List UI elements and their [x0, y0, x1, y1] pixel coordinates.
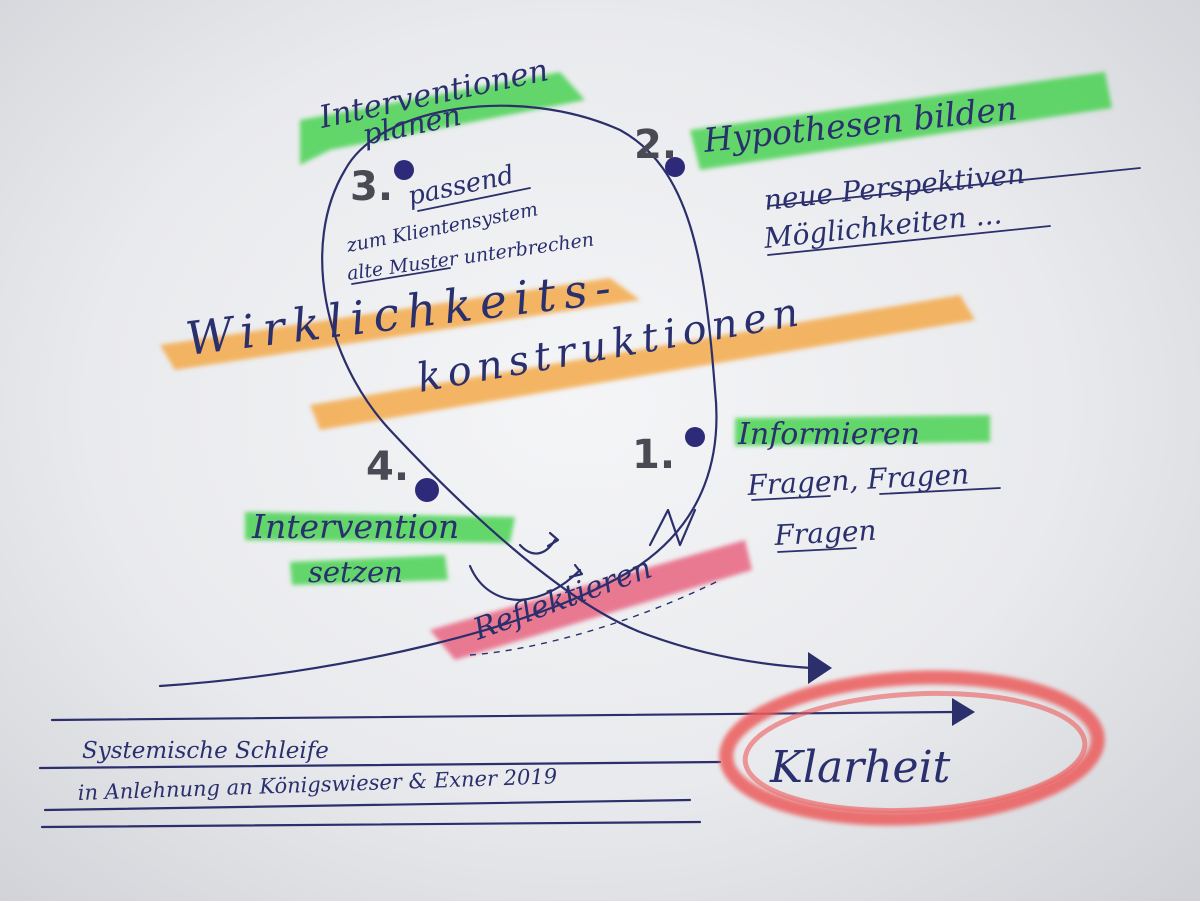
pink-highlight-reflektieren — [430, 540, 752, 660]
step-4-number: 4. — [366, 444, 409, 490]
underline-perspektiven — [767, 167, 1141, 207]
green-highlight-hypothesen — [690, 72, 1112, 170]
footer-lines — [38, 698, 975, 829]
green-highlight-intervention — [245, 512, 515, 543]
step-1-note-fragen: Fragen, Fragen — [746, 457, 970, 502]
step-2-dot — [665, 157, 685, 177]
orange-highlight-konstruktionen — [310, 295, 975, 430]
underline-alte — [351, 267, 451, 285]
green-highlight-informieren — [735, 415, 990, 446]
step-4-title-line1: Intervention — [251, 507, 459, 546]
reflection-dashed-arc — [469, 579, 721, 656]
step-1-number: 1. — [632, 432, 675, 478]
loop-curve — [158, 104, 814, 688]
step-1-dot — [685, 427, 705, 447]
step-2-number: 2. — [634, 122, 677, 168]
marker-highlights — [160, 72, 1112, 660]
reflection-arrows — [468, 508, 697, 602]
goal-circle-inner — [742, 690, 1088, 814]
step-1-title: Informieren — [737, 417, 920, 452]
goal-circle — [719, 670, 1105, 826]
goal-arrowhead — [808, 652, 832, 684]
underline-passend — [417, 187, 531, 212]
underline-moeglichkeiten — [767, 225, 1051, 256]
goal-label: Klarheit — [769, 742, 951, 793]
green-highlight-setzen — [290, 555, 448, 585]
goal-line-arrowhead — [952, 698, 975, 726]
step-3-dot — [394, 160, 414, 180]
underline-fragen — [751, 487, 1001, 553]
orange-highlight-wirklichkeits — [160, 278, 640, 370]
footer-line2: in Anlehnung an Königswieser & Exner 201… — [77, 764, 557, 805]
step-3-number: 3. — [350, 164, 393, 210]
footer-line1: Systemische Schleife — [82, 738, 329, 764]
step-2-title: Hypothesen bilden — [701, 88, 1019, 160]
step-4-title-line2: setzen — [308, 555, 403, 589]
step-1-note-fragen-2: Fragen — [773, 514, 878, 552]
step-4-dot — [415, 478, 439, 502]
step-3-note-passend: passend — [405, 160, 516, 212]
